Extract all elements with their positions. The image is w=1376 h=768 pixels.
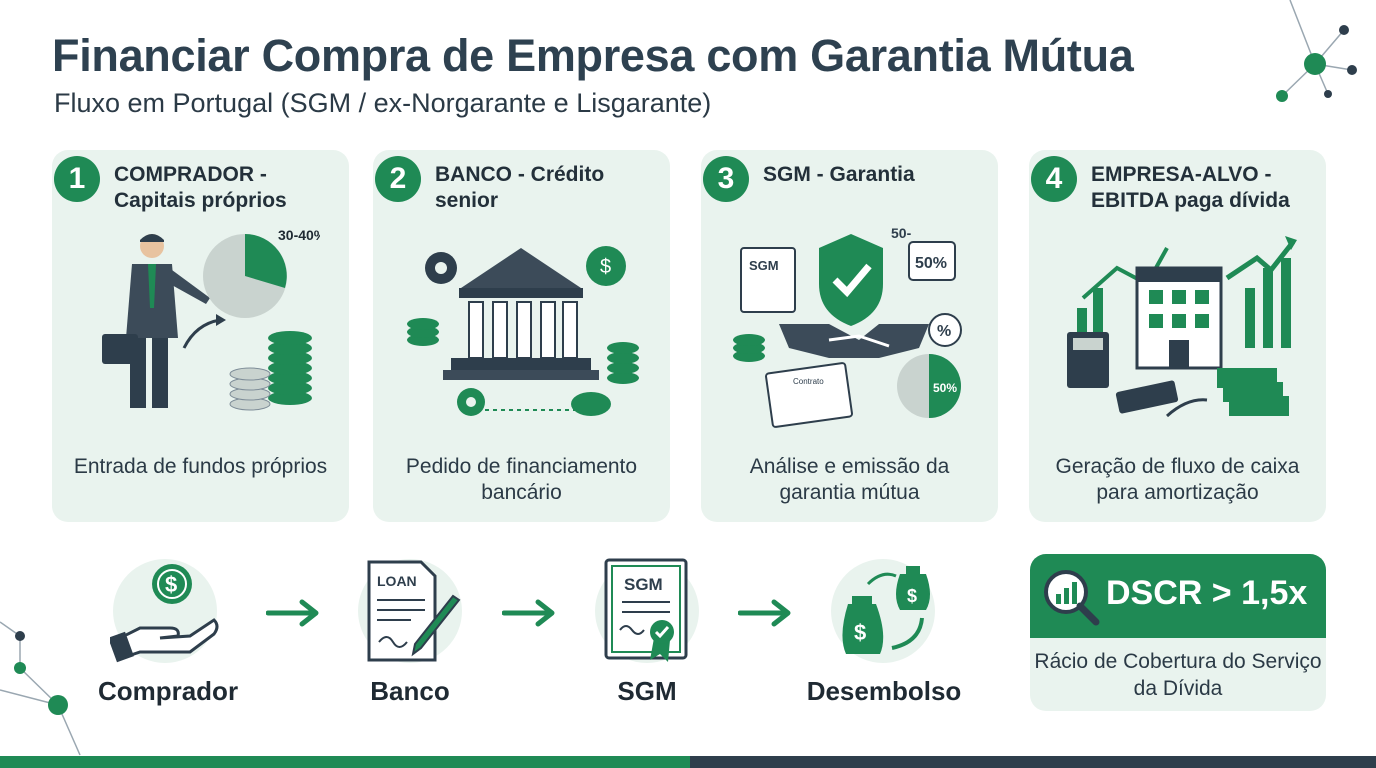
- page-title: Financiar Compra de Empresa com Garantia…: [52, 30, 1134, 81]
- buyer-illustration: 30-40%: [102, 228, 320, 411]
- money-bags-icon: $ $: [831, 559, 935, 663]
- svg-text:$: $: [165, 572, 177, 597]
- kpi-value: DSCR > 1,5x: [1106, 574, 1308, 612]
- step-caption: Análise e emissão da garantia mútua: [749, 455, 950, 505]
- step-card-banco: 2 BANCO - Crédito senior $ Pedido de fin…: [373, 150, 670, 522]
- pct-circle-label: %: [937, 323, 951, 340]
- flow-arrow-icon: [266, 599, 319, 627]
- company-illustration: [1067, 236, 1297, 418]
- flow-label-banco: Banco: [370, 676, 450, 706]
- kpi-caption: Rácio de Cobertura do Serviço da Dívida: [1034, 650, 1322, 701]
- svg-text:$: $: [907, 586, 917, 606]
- contract-label: Contrato: [793, 377, 824, 386]
- guarantee-illustration: SGM 50- 50% % Contrato 50%: [733, 228, 962, 428]
- svg-text:$: $: [600, 256, 611, 278]
- step-title: SGM - Garantia: [763, 163, 915, 186]
- flow-arrow-icon: [502, 599, 555, 627]
- pie-label: 50%: [933, 381, 957, 395]
- step-caption: Geração de fluxo de caixa para amortizaç…: [1055, 455, 1300, 505]
- bank-illustration: $: [407, 246, 639, 416]
- page-subtitle: Fluxo em Portugal (SGM / ex-Norgarante e…: [54, 88, 712, 118]
- step-caption: Pedido de financiamento bancário: [405, 455, 638, 505]
- loan-document-icon: LOAN: [358, 559, 462, 663]
- certificate-icon: SGM: [595, 558, 699, 663]
- svg-text:$: $: [854, 620, 866, 645]
- step-title: BANCO - Crédito senior: [435, 163, 605, 212]
- pct-box-label: 50%: [915, 255, 947, 272]
- kpi-box: DSCR > 1,5x Rácio de Cobertura do Serviç…: [1030, 554, 1326, 711]
- range-label: 50-: [891, 228, 912, 241]
- magnifier-chart-icon: [1044, 570, 1100, 626]
- footer-bar: [0, 756, 1376, 768]
- step-number: 4: [1031, 156, 1077, 202]
- step-number: 1: [54, 156, 100, 202]
- pie-label: 30-40%: [278, 228, 320, 243]
- step-card-empresa-alvo: 4 EMPRESA-ALVO - EBITDA paga dívida Gera…: [1029, 150, 1326, 522]
- flow-label-desembolso: Desembolso: [806, 676, 962, 706]
- loan-label: LOAN: [377, 573, 417, 589]
- footer-green-segment: [0, 756, 690, 768]
- step-caption: Entrada de fundos próprios: [73, 455, 328, 478]
- flow-label-sgm: SGM: [617, 676, 677, 706]
- step-title: EMPRESA-ALVO - EBITDA paga dívida: [1091, 163, 1290, 212]
- step-title: COMPRADOR - Capitais próprios: [114, 163, 287, 212]
- certificate-label: SGM: [624, 575, 663, 594]
- flow-label-comprador: Comprador: [97, 676, 239, 706]
- step-card-comprador: 1 COMPRADOR - Capitais próprios 30-40% E…: [52, 150, 349, 522]
- sgm-doc-label: SGM: [749, 258, 779, 273]
- flow-arrow-icon: [738, 599, 791, 627]
- step-card-sgm: 3 SGM - Garantia SGM 50- 50% % Contrato …: [701, 150, 998, 522]
- step-number: 3: [703, 156, 749, 202]
- footer-dark-segment: [690, 756, 1376, 768]
- step-number: 2: [375, 156, 421, 202]
- hand-coin-icon: $: [110, 559, 219, 663]
